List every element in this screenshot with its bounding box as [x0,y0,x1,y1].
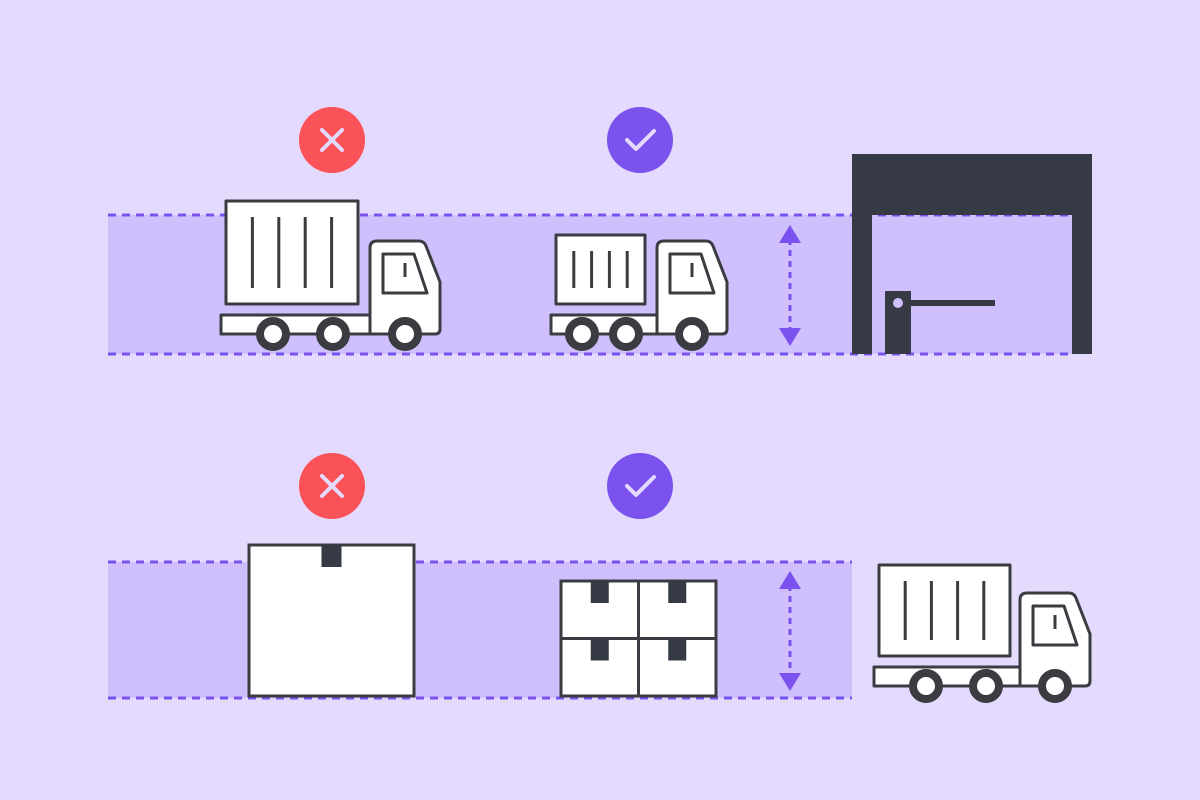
check-mark [625,129,656,151]
band-fill [108,562,852,698]
small-truck [549,233,729,351]
small-box [637,579,718,640]
height-band-bottom [108,560,852,700]
check-icon [607,107,673,173]
gate-left-post [852,215,872,354]
barrier-arm [911,300,995,306]
check-circle [607,453,673,519]
barrier-pivot [893,298,903,308]
box-tape [321,545,342,567]
check-circle [607,107,673,173]
height-barrier-gate [852,154,1092,354]
x-mark [320,128,344,152]
small-box [559,579,640,640]
small-box [637,637,718,698]
arrow-up-head [779,225,801,243]
truck-container [554,233,647,306]
truck-wheel [909,669,943,703]
gate-top-beam [852,154,1092,215]
truck-wheel [388,317,422,351]
x-mark [320,474,344,498]
height-arrow-icon [779,225,801,346]
truck-wheel [609,317,643,351]
truck-wheel [969,669,1003,703]
truck-wheel [675,317,709,351]
truck-wheel [565,317,599,351]
truck-container [877,563,1012,658]
box-body [247,543,416,698]
arrow-up-head [779,571,801,589]
small-box [559,637,640,698]
close-icon [299,107,365,173]
box-tape [668,638,687,661]
close-icon [299,453,365,519]
large-truck [219,199,442,351]
truck-wheel [316,317,350,351]
delivery-truck [872,563,1092,703]
arrow-down-head [779,328,801,346]
check-icon [607,453,673,519]
box-tape [590,581,609,603]
truck-wheel [256,317,290,351]
large-box [247,543,416,698]
gate-right-post [1072,215,1092,354]
height-arrow-icon [779,571,801,691]
arrow-down-head [779,673,801,691]
box-tape [590,638,609,661]
box-tape [668,581,687,603]
truck-wheel [1038,669,1072,703]
check-mark [625,475,656,497]
truck-chassis [219,313,377,336]
truck-container [224,199,360,306]
